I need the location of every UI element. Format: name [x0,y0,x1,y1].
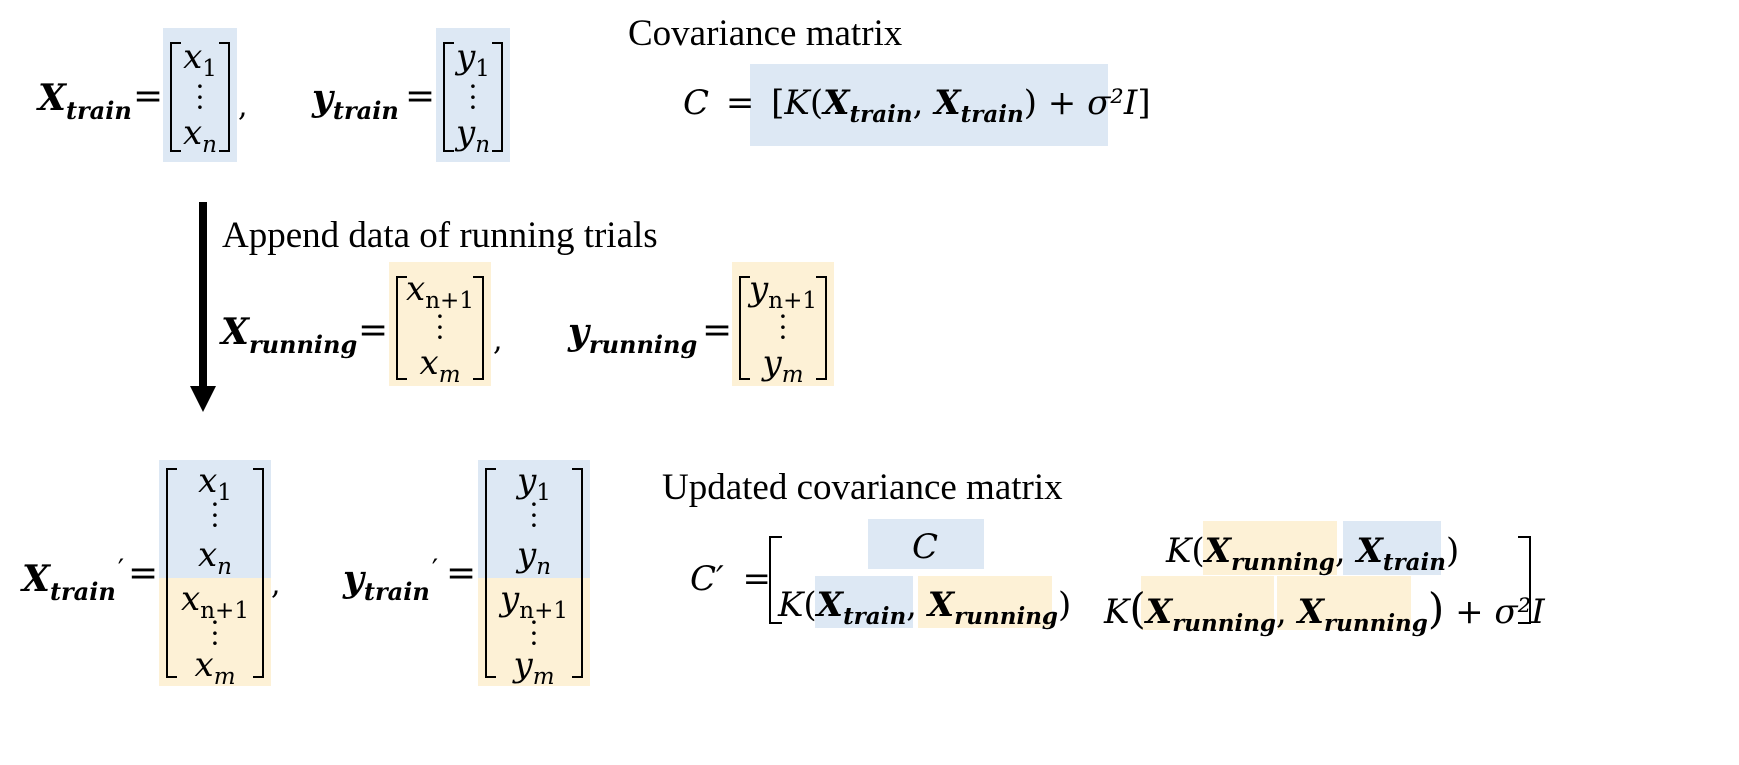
x-running-label: Xrunning [221,311,358,359]
y-train-prime-vector: y1 ··· yn yn+1 ··· ym [481,461,587,689]
equals-sign: = [446,553,477,594]
left-bracket [396,276,407,380]
updated-covariance-caption: Updated covariance matrix [662,467,1063,508]
vector-cell-first: y1 [456,37,490,82]
y-train-prime-train-highlight [478,460,590,578]
equals-sign: = [128,553,159,594]
vector-cell: xn [197,535,232,580]
vertical-dots: ··· [529,488,539,543]
vector-cell-last: ym [762,343,804,388]
y-running-highlight [732,262,834,386]
x-train-prime-running-highlight [159,578,271,686]
vector-cell-first: xn+1 [406,269,474,314]
block-c-highlight [868,519,984,569]
vertical-dots: ··· [210,488,220,543]
covariance-expression: C = [K(Xtrain, Xtrain) + σ²I] [683,83,1151,128]
right-bracket [473,276,484,380]
vector-cell: xn+1 [181,579,249,624]
vector-cell: yn [516,535,552,580]
block-matrix-left-bracket [769,536,782,624]
block-tr-running-highlight [1203,521,1337,575]
right-bracket [219,42,230,152]
y-train-label: ytrain [312,77,399,125]
comma: , [493,323,503,358]
comma: , [271,567,281,602]
comma: , [238,89,248,124]
down-arrow-icon [190,386,216,412]
vertical-dots: ··· [529,606,539,661]
covariance-highlight [750,64,1108,146]
append-running-trials-caption: Append data of running trials [222,215,658,256]
y-running-label: yrunning [568,311,698,359]
x-train-prime-label: Xtrain′ [22,553,125,606]
vertical-dots: ··· [210,606,220,661]
block-bottom-left: K(Xtrain, Xrunning) [778,585,1072,630]
x-train-prime-vector: x1 ··· xn xn+1 ··· xm [162,461,268,689]
vertical-dots: ··· [778,300,788,355]
left-bracket [443,42,454,152]
block-matrix-right-bracket [1518,536,1531,624]
vector-cell-first: yn+1 [749,269,817,314]
vector-cell: yn+1 [500,579,568,624]
right-bracket [253,468,264,678]
y-train-prime-running-highlight [478,578,590,686]
block-bl-train-highlight [815,576,913,628]
block-tr-train-highlight [1343,521,1441,575]
vector-cell: y1 [517,461,551,506]
vector-cell: x1 [198,461,232,506]
vertical-dots: ··· [435,300,445,355]
x-running-vector: xn+1 ··· xm [393,269,487,387]
x-train-prime-train-highlight [159,460,271,578]
block-c: C [912,527,939,567]
right-bracket [816,276,827,380]
vector-cell-last: yn [455,113,491,158]
x-train-vector: x1 ··· xn [168,37,232,157]
x-train-highlight [163,28,237,162]
y-train-highlight [436,28,510,162]
vector-cell: ym [513,645,555,690]
vector-cell: xm [194,645,236,690]
c-prime-label: C′ = [690,559,772,599]
vector-cell-first: x1 [183,37,217,82]
block-bl-running-highlight [918,576,1052,628]
x-train-label: Xtrain [38,77,132,125]
left-bracket [739,276,750,380]
covariance-matrix-caption: Covariance matrix [628,13,903,54]
equals-sign: = [358,310,389,351]
equals-sign: = [133,76,164,117]
vertical-dots: ··· [468,70,478,125]
left-bracket [485,468,496,678]
x-running-highlight [389,262,491,386]
block-br-running-highlight-2 [1277,576,1411,630]
right-bracket [492,42,503,152]
equals-sign: = [405,76,436,117]
vertical-dots: ··· [195,70,205,125]
equals-sign: = [702,310,733,351]
right-bracket [572,468,583,678]
y-train-prime-label: ytrain′ [343,553,439,606]
left-bracket [170,42,181,152]
down-arrow-shaft [199,202,207,388]
block-bottom-right: K(Xrunning, Xrunning) + σ²I [1104,584,1545,637]
vector-cell-last: xm [419,343,461,388]
left-bracket [166,468,177,678]
block-br-running-highlight-1 [1141,576,1274,630]
y-train-vector: y1 ··· yn [441,37,505,157]
vector-cell-last: xn [182,113,217,158]
block-top-right: K(Xrunning, Xtrain) [1166,531,1460,576]
y-running-vector: yn+1 ··· ym [736,269,830,387]
